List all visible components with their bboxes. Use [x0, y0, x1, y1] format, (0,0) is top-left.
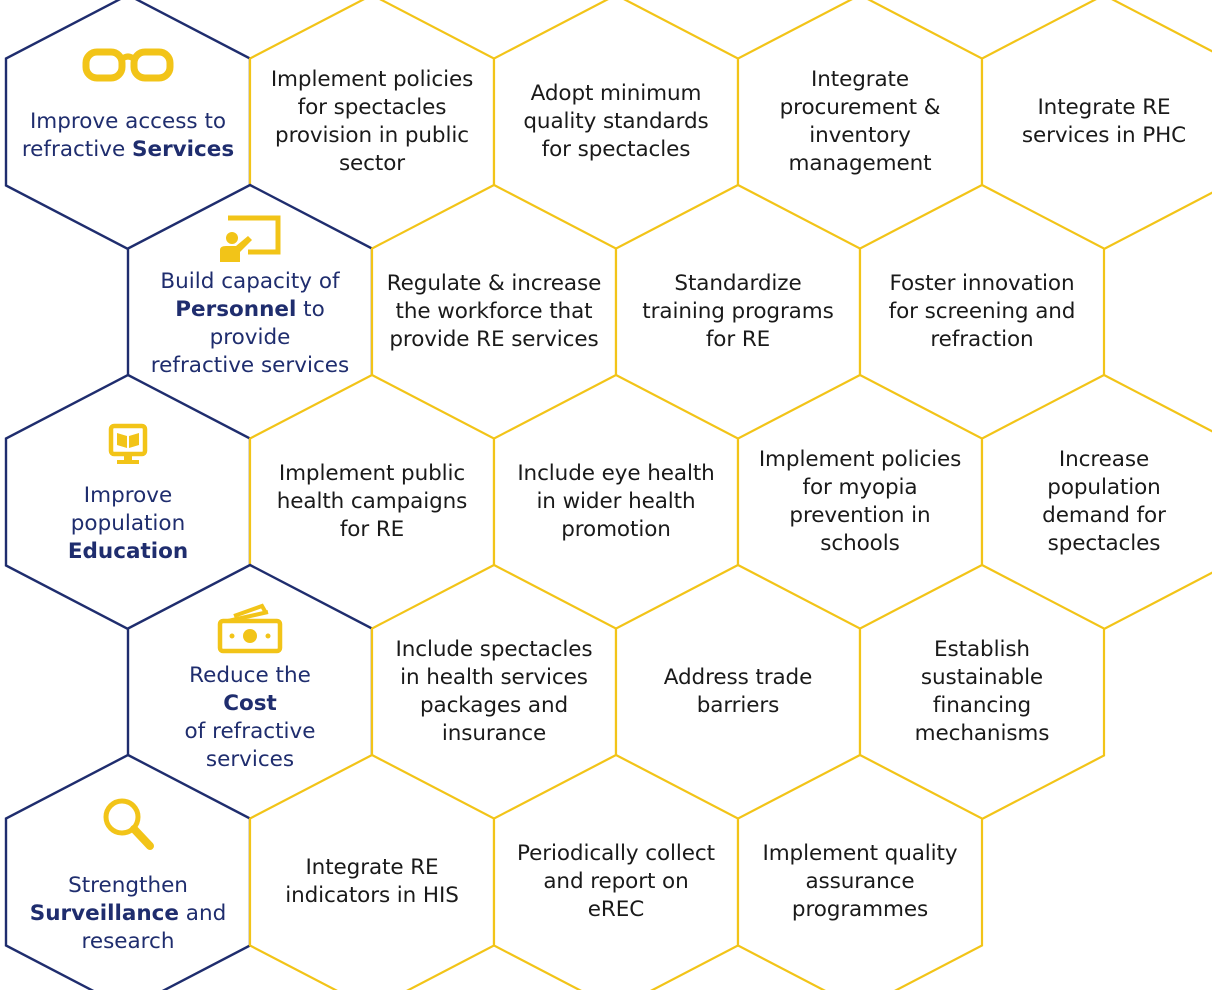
category-text: to — [296, 296, 325, 322]
action-label: Standardize training programs for RE — [642, 271, 834, 352]
category-text: provide — [209, 324, 291, 350]
action-label: Address trade barriers — [663, 665, 813, 718]
action-label: Adopt minimum quality standards for spec… — [523, 81, 709, 162]
category-label-line: Improve — [8, 482, 248, 510]
action-hex — [736, 753, 984, 990]
action-label: Include eye health in wider health promo… — [517, 461, 715, 542]
action-label: Implement policies for myopia prevention… — [758, 447, 962, 556]
money-bills-icon — [217, 603, 283, 654]
category-text: Improve access to — [29, 109, 227, 134]
category-keyword: Education — [67, 538, 189, 564]
category-text: services — [205, 746, 295, 772]
teacher-board-icon — [220, 215, 281, 262]
category-keyword: Surveillance — [29, 900, 179, 926]
glasses-icon — [82, 48, 174, 82]
category-label-line: Strengthen — [8, 872, 248, 900]
monitor-book-icon — [108, 423, 148, 464]
category-text: Strengthen — [68, 873, 188, 898]
category-label-line: Build capacity of — [130, 268, 370, 296]
category-label-line: of refractive — [130, 718, 370, 746]
action-label: Implement public health campaigns for RE — [276, 461, 468, 542]
category-text: Build capacity of — [160, 269, 340, 294]
category-text: refractive — [21, 136, 132, 162]
category-label-line: Reduce the — [130, 662, 370, 690]
action-label: Periodically collect and report on eREC — [517, 841, 715, 922]
category-label-line: Surveillance and — [8, 900, 248, 928]
action-label: Include spectacles in health services pa… — [395, 637, 593, 746]
action-label: Foster innovation for screening and refr… — [888, 271, 1076, 352]
category-label-line: Education — [8, 538, 248, 566]
category-keyword: Personnel — [175, 296, 297, 322]
action-label: Implement policies for spectacles provis… — [270, 67, 474, 176]
category-label-line: services — [130, 746, 370, 774]
action-label: Integrate RE indicators in HIS — [285, 855, 459, 908]
category-label-line: Personnel to — [130, 296, 370, 324]
category-text: and — [178, 900, 227, 926]
category-text: population — [70, 510, 186, 536]
category-keyword: Services — [132, 136, 235, 162]
action-label: Establish sustainable financing mechanis… — [914, 637, 1050, 746]
magnifier-icon — [103, 798, 154, 850]
category-keyword: Cost — [223, 690, 277, 716]
action-label: Regulate & increase the workforce that p… — [386, 271, 602, 352]
action-label: Integrate RE services in PHC — [1021, 95, 1187, 148]
category-label-line: provide — [130, 324, 370, 352]
category-text: Improve — [83, 483, 173, 508]
category-label-line: refractive Services — [8, 136, 248, 164]
category-text: refractive services — [150, 352, 350, 378]
category-label-line: population — [8, 510, 248, 538]
category-text: Reduce the — [189, 663, 311, 688]
action-label: Increase population demand for spectacle… — [1042, 447, 1166, 556]
category-text: of refractive — [184, 718, 316, 744]
category-text: research — [81, 928, 175, 954]
action-label: Integrate procurement & inventory manage… — [779, 67, 941, 176]
category-label-line: research — [8, 928, 248, 956]
action-label: Implement quality assurance programmes — [762, 841, 958, 922]
category-label-line: Improve access to — [8, 108, 248, 136]
category-label-line: refractive services — [130, 352, 370, 380]
category-label-line: Cost — [130, 690, 370, 718]
